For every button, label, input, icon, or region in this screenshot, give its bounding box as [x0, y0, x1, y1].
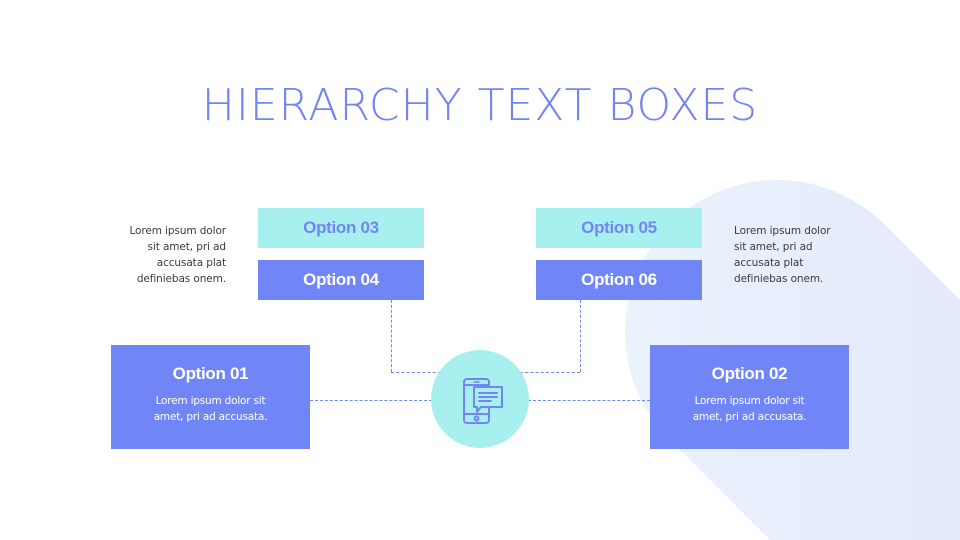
- option-02-box: Option 02 Lorem ipsum dolor sit amet, pr…: [650, 345, 849, 449]
- background-capsule-shape: [562, 117, 960, 540]
- option-02-text-line: amet, pri ad accusata.: [692, 411, 807, 423]
- left-note-line: sit amet, pri ad: [147, 241, 227, 253]
- left-note-line: definiebas onem.: [136, 273, 226, 285]
- slide-title: HIERARCHY TEXT BOXES: [0, 78, 960, 134]
- right-note-line: sit amet, pri ad: [734, 241, 813, 253]
- option-03-label: Option 03: [303, 218, 379, 237]
- option-02-title: Option 02: [711, 364, 788, 383]
- option-06-box: Option 06: [536, 260, 702, 300]
- option-05-box: Option 05: [536, 208, 702, 248]
- option-06-label: Option 06: [581, 270, 657, 289]
- option-02-text: Lorem ipsum dolor sit amet, pri ad accus…: [680, 393, 820, 425]
- right-note-line: Lorem ipsum dolor: [734, 225, 831, 237]
- option-02-text-line: Lorem ipsum dolor sit: [694, 395, 805, 407]
- connector-option-04-horizontal: [391, 372, 441, 373]
- right-note-line: definiebas onem.: [734, 273, 824, 285]
- right-note-text: Lorem ipsum dolor sit amet, pri ad accus…: [734, 223, 864, 287]
- option-03-box: Option 03: [258, 208, 424, 248]
- left-note-line: accusata plat: [156, 257, 226, 269]
- connector-option-02: [528, 400, 650, 401]
- option-04-box: Option 04: [258, 260, 424, 300]
- option-01-text-line: amet, pri ad accusata.: [153, 411, 268, 423]
- option-01-text-line: Lorem ipsum dolor sit: [155, 395, 266, 407]
- option-01-text: Lorem ipsum dolor sit amet, pri ad accus…: [141, 393, 281, 425]
- central-hub-circle: [431, 350, 529, 448]
- connector-option-04-vertical: [391, 300, 392, 372]
- smartphone-chat-icon: [463, 378, 503, 424]
- option-01-title: Option 01: [172, 364, 249, 383]
- connector-option-01: [310, 400, 432, 401]
- option-05-label: Option 05: [581, 218, 657, 237]
- slide-title-text: HIERARCHY TEXT BOXES: [201, 80, 759, 131]
- right-note-line: accusata plat: [734, 257, 804, 269]
- option-01-box: Option 01 Lorem ipsum dolor sit amet, pr…: [111, 345, 310, 449]
- left-note-line: Lorem ipsum dolor: [129, 225, 226, 237]
- left-note-text: Lorem ipsum dolor sit amet, pri ad accus…: [96, 223, 226, 287]
- connector-option-06-horizontal: [520, 372, 580, 373]
- option-04-label: Option 04: [303, 270, 379, 289]
- connector-option-06-vertical: [580, 300, 581, 372]
